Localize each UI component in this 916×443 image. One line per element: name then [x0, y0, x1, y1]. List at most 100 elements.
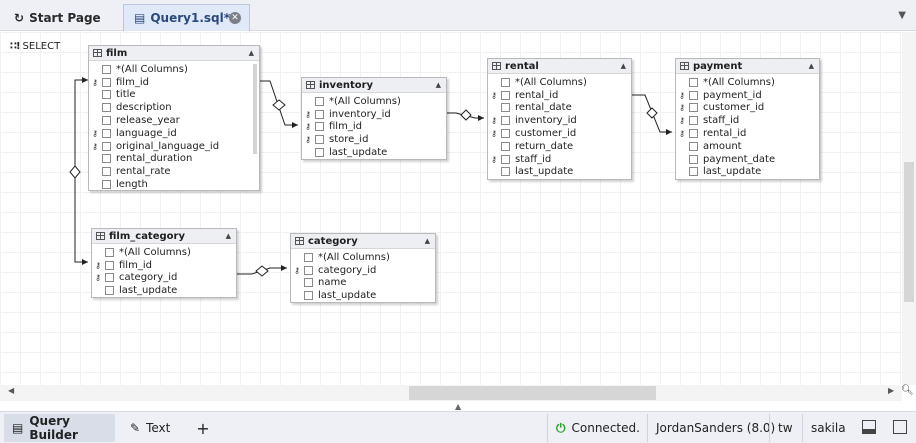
collapse-icon[interactable]: ▲: [225, 232, 231, 240]
column-checkbox[interactable]: [102, 116, 111, 126]
column-checkbox[interactable]: [304, 265, 313, 275]
panel-full-icon[interactable]: [893, 420, 907, 434]
tab-start-page[interactable]: ↻ Start Page: [6, 4, 120, 31]
column-row[interactable]: ⚷inventory_id: [302, 108, 446, 121]
column-checkbox[interactable]: [102, 77, 111, 87]
tab-text[interactable]: ✎ Text: [125, 414, 185, 442]
column-checkbox[interactable]: [304, 252, 313, 262]
column-row[interactable]: last_update: [291, 289, 435, 302]
column-row[interactable]: ⚷customer_id: [488, 127, 631, 140]
column-row[interactable]: ⚷category_id: [92, 272, 236, 285]
table-category[interactable]: category ▲ *(All Columns) ⚷category_id n…: [290, 233, 436, 303]
column-row[interactable]: ⚷staff_id: [676, 114, 819, 127]
column-row[interactable]: ⚷film_id: [302, 121, 446, 134]
column-row[interactable]: *(All Columns): [676, 76, 819, 89]
add-tab-button[interactable]: +: [196, 418, 210, 438]
table-rental-header[interactable]: rental ▲: [488, 59, 631, 74]
column-checkbox[interactable]: [501, 129, 510, 139]
column-row[interactable]: rental_date: [488, 102, 631, 115]
table-film-category[interactable]: film_category ▲ *(All Columns) ⚷film_id …: [91, 228, 237, 298]
column-row[interactable]: last_update: [302, 146, 446, 159]
table-rental[interactable]: rental ▲ *(All Columns) ⚷rental_id renta…: [487, 58, 632, 180]
column-row[interactable]: payment_date: [676, 153, 819, 166]
column-row[interactable]: ⚷store_id: [302, 133, 446, 146]
table-payment[interactable]: payment ▲ *(All Columns) ⚷payment_id ⚷cu…: [675, 58, 820, 180]
table-inventory[interactable]: inventory ▲ *(All Columns) ⚷inventory_id…: [301, 77, 447, 160]
column-checkbox[interactable]: [501, 103, 510, 113]
column-row[interactable]: ⚷customer_id: [676, 102, 819, 115]
tab-query1[interactable]: ▤ Query1.sql* ✕: [123, 4, 250, 31]
column-row[interactable]: *(All Columns): [302, 95, 446, 108]
scroll-left-icon[interactable]: ◀: [8, 386, 15, 395]
collapse-icon[interactable]: ▲: [248, 49, 254, 57]
column-checkbox[interactable]: [315, 135, 324, 145]
column-row[interactable]: ⚷payment_id: [676, 89, 819, 102]
column-checkbox[interactable]: [102, 128, 111, 138]
horizontal-scrollbar[interactable]: ◀ ▶: [0, 385, 902, 401]
column-row[interactable]: ⚷language_id: [89, 127, 259, 140]
splitter-up-icon[interactable]: ▲: [455, 402, 462, 411]
column-checkbox[interactable]: [105, 273, 114, 283]
column-checkbox[interactable]: [689, 129, 698, 139]
column-row[interactable]: name: [291, 277, 435, 290]
column-checkbox[interactable]: [102, 103, 111, 113]
table-scrollbar[interactable]: [253, 64, 257, 154]
table-film-header[interactable]: film ▲: [89, 46, 259, 61]
column-checkbox[interactable]: [315, 122, 324, 132]
column-checkbox[interactable]: [105, 247, 114, 257]
column-checkbox[interactable]: [315, 96, 324, 106]
column-row[interactable]: ⚷category_id: [291, 264, 435, 277]
column-row[interactable]: ⚷inventory_id: [488, 114, 631, 127]
column-checkbox[interactable]: [501, 116, 510, 126]
column-checkbox[interactable]: [304, 291, 313, 301]
table-category-header[interactable]: category ▲: [291, 234, 435, 249]
query-builder-canvas[interactable]: ∷! SELECT: [0, 32, 902, 385]
column-row[interactable]: ⚷rental_id: [676, 127, 819, 140]
column-checkbox[interactable]: [102, 90, 111, 100]
collapse-icon[interactable]: ▲: [808, 62, 814, 70]
column-checkbox[interactable]: [689, 154, 698, 164]
column-checkbox[interactable]: [689, 90, 698, 100]
column-row[interactable]: last_update: [92, 284, 236, 297]
column-row[interactable]: ⚷rental_id: [488, 89, 631, 102]
column-checkbox[interactable]: [689, 103, 698, 113]
collapse-icon[interactable]: ▲: [435, 81, 441, 89]
column-row[interactable]: *(All Columns): [92, 246, 236, 259]
column-checkbox[interactable]: [102, 180, 111, 190]
column-row[interactable]: *(All Columns): [291, 251, 435, 264]
column-row[interactable]: release_year: [89, 114, 259, 127]
column-checkbox[interactable]: [315, 109, 324, 119]
column-checkbox[interactable]: [102, 64, 111, 74]
column-row[interactable]: description: [89, 101, 259, 114]
column-checkbox[interactable]: [304, 278, 313, 288]
tab-query-builder[interactable]: ▤ Query Builder: [4, 414, 115, 442]
column-row[interactable]: last_update: [488, 166, 631, 179]
column-checkbox[interactable]: [105, 286, 114, 296]
column-row[interactable]: rental_duration: [89, 153, 259, 166]
column-row[interactable]: *(All Columns): [488, 76, 631, 89]
column-checkbox[interactable]: [315, 148, 324, 158]
zoom-icon[interactable]: 🔍︎: [901, 385, 914, 396]
table-film-category-header[interactable]: film_category ▲: [92, 229, 236, 244]
column-checkbox[interactable]: [102, 141, 111, 151]
collapse-icon[interactable]: ▲: [620, 62, 626, 70]
column-checkbox[interactable]: [105, 260, 114, 270]
scroll-right-icon[interactable]: ▶: [888, 386, 895, 395]
column-row[interactable]: ⚷staff_id: [488, 153, 631, 166]
column-checkbox[interactable]: [501, 77, 510, 87]
column-row[interactable]: ⚷film_id: [89, 76, 259, 89]
column-checkbox[interactable]: [501, 141, 510, 151]
table-film[interactable]: film ▲ *(All Columns) ⚷film_id title des…: [88, 45, 260, 191]
table-payment-header[interactable]: payment ▲: [676, 59, 819, 74]
column-checkbox[interactable]: [102, 154, 111, 164]
column-row[interactable]: amount: [676, 140, 819, 153]
column-checkbox[interactable]: [501, 167, 510, 177]
column-row[interactable]: rental_rate: [89, 165, 259, 178]
column-checkbox[interactable]: [689, 116, 698, 126]
table-inventory-header[interactable]: inventory ▲: [302, 78, 446, 93]
column-checkbox[interactable]: [689, 77, 698, 87]
collapse-icon[interactable]: ▲: [424, 237, 430, 245]
column-checkbox[interactable]: [501, 154, 510, 164]
chevron-down-icon[interactable]: ▼: [898, 10, 906, 21]
column-checkbox[interactable]: [689, 141, 698, 151]
